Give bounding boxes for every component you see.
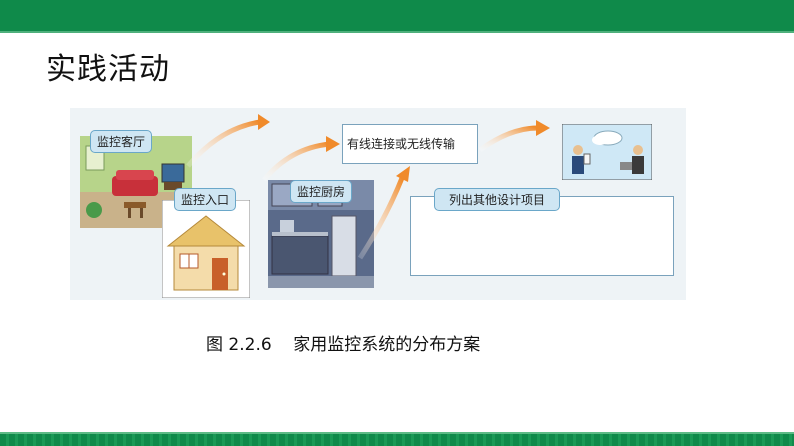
arrow-head-1 xyxy=(258,114,270,130)
arrow-head-4 xyxy=(536,120,550,136)
arrow-head-3 xyxy=(396,166,410,182)
list-other-items-label: 列出其他设计项目 xyxy=(434,188,561,211)
remote-users-image xyxy=(562,124,652,180)
arrow-head-2 xyxy=(326,136,340,152)
footer-divider xyxy=(0,432,794,434)
flow-arrows xyxy=(186,114,550,260)
slide-title: 实践活动 xyxy=(46,52,170,87)
arrow-to-remote-path xyxy=(478,125,539,153)
entrance-label: 监控入口 xyxy=(174,188,237,211)
kitchen-image xyxy=(268,180,374,288)
entrance-house-image xyxy=(162,200,250,298)
kitchen-label: 监控厨房 xyxy=(290,180,353,203)
header-divider xyxy=(0,31,794,33)
surveillance-diagram: 监控客厅 监控入口 监控厨房 xyxy=(70,108,686,300)
footer-bar xyxy=(0,434,794,446)
transmission-box: 有线连接或无线传输 xyxy=(342,124,478,164)
arrow-from-kitchen-path xyxy=(357,177,405,260)
arrow-to-entrance-path xyxy=(186,119,261,168)
figure-caption: 图 2.2.6 家用监控系统的分布方案 xyxy=(206,335,481,355)
header-bar xyxy=(0,0,794,31)
arrow-to-transmission-path xyxy=(262,141,331,182)
living-room-label: 监控客厅 xyxy=(90,130,153,153)
